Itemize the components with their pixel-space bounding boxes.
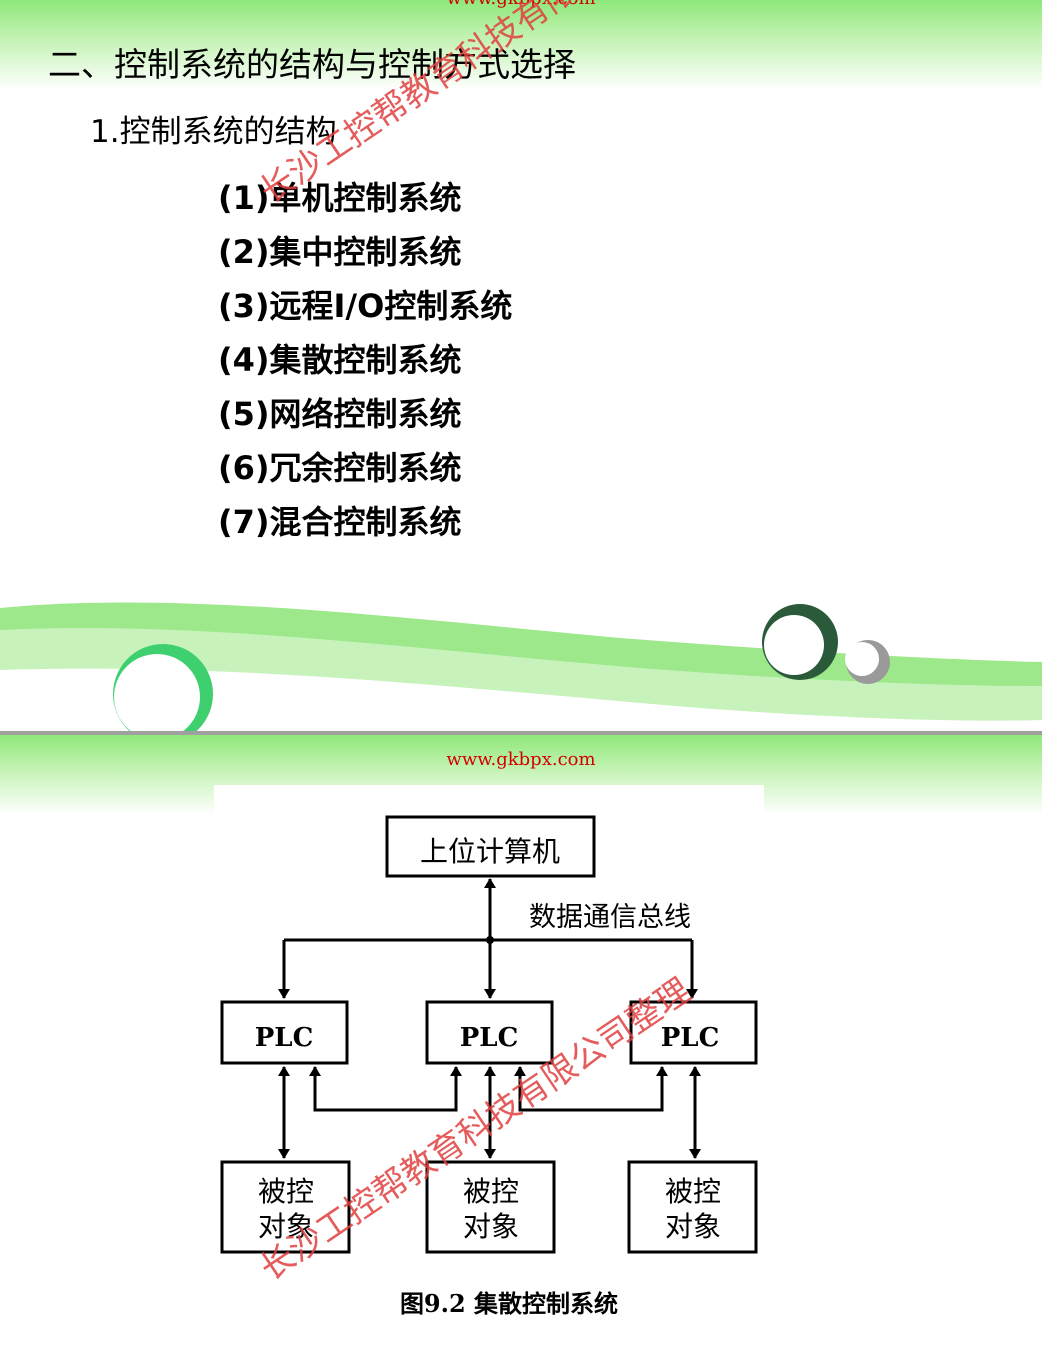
decorative-waves [0,602,1042,735]
object-label-line1: 被控 [258,1175,314,1208]
plc-box-center [425,1000,554,1065]
object-box-left [220,1160,351,1254]
object-box-right [627,1160,758,1254]
host-label: 上位计算机 [420,835,560,868]
plc-label: PLC [255,1023,314,1053]
list-item: (3)远程I/O控制系统 [218,287,513,325]
list-item: (2)集中控制系统 [218,233,462,271]
slide-divider [0,731,1042,736]
top-gradient [0,0,1042,90]
host-computer-box [385,815,596,878]
object-box-center [425,1160,556,1254]
object-label-line1: 被控 [665,1175,721,1208]
figure-caption: 图9.2 集散控制系统 [400,1289,618,1318]
structure-list: (1)单机控制系统 (2)集中控制系统 (3)远程I/O控制系统 (4)集散控制… [218,173,512,551]
list-item: (4)集散控制系统 [218,341,462,379]
site-url: www.gkbpx.com [0,0,1042,9]
bus-label: 数据通信总线 [529,902,691,933]
subsection-heading: 1.控制系统的结构 [90,114,337,150]
dcs-diagram: 上位计算机 数据通信总线 PLC PLC PLC 被控 对象 被控 对象 被控 … [214,785,764,1325]
object-label-line2: 对象 [463,1210,519,1243]
plc-link-right [518,1069,664,1112]
section-heading: 二、控制系统的结构与控制方式选择 [48,45,576,84]
bus-junction [486,936,494,944]
list-item: (7)混合控制系统 [218,503,462,541]
plc-box-left [220,1000,349,1065]
site-url: www.gkbpx.com [446,749,596,770]
slide-1: www.gkbpx.com 二、控制系统的结构与控制方式选择 1.控制系统的结构… [0,0,1042,735]
plc-box-right [629,1000,758,1065]
plc-label: PLC [661,1023,720,1053]
object-label-line2: 对象 [258,1210,314,1243]
object-label-line2: 对象 [665,1210,721,1243]
plc-link-left [313,1069,458,1112]
list-item: (5)网络控制系统 [218,395,462,433]
object-label-line1: 被控 [463,1175,519,1208]
plc-label: PLC [460,1023,519,1053]
list-item: (6)冗余控制系统 [218,449,462,487]
list-item: (1)单机控制系统 [218,179,462,217]
